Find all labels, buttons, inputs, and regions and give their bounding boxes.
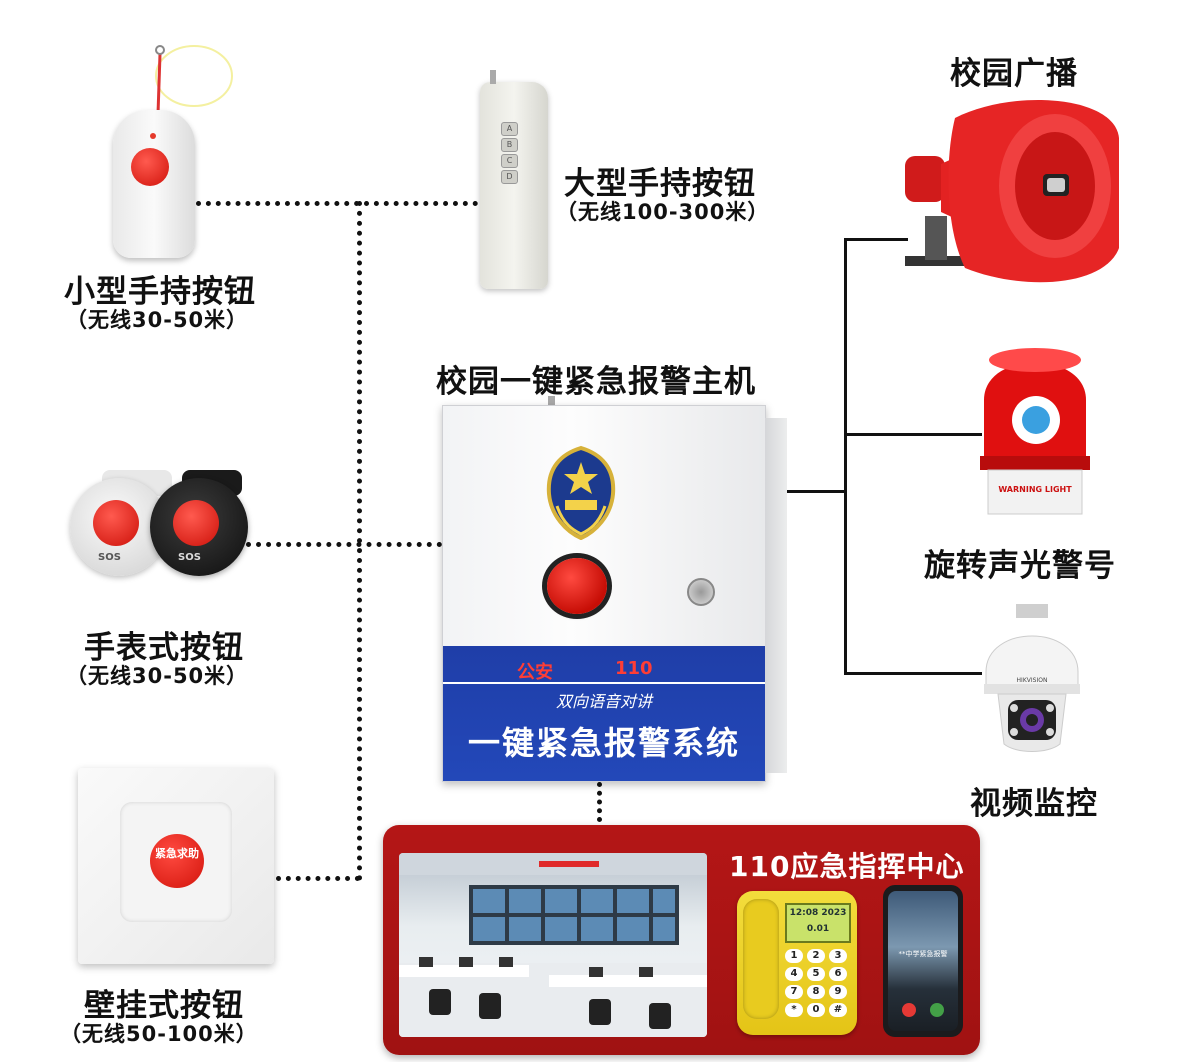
command-room-image: [399, 853, 707, 1037]
control-room-illustration: [399, 853, 707, 1037]
horn-speaker-icon: [905, 99, 1119, 283]
command-center-title: 110应急指挥中心: [729, 850, 965, 883]
phone-key-7: 7: [785, 985, 803, 999]
answer-icon: [930, 1003, 944, 1017]
panel-divider: [443, 682, 765, 684]
phone-key-2: 2: [807, 949, 825, 963]
mobile-phone-device: **中学紧急报警: [883, 885, 963, 1037]
small-handheld-title: 小型手持按钮: [64, 274, 256, 310]
panel-110-label: 110: [615, 658, 653, 679]
phone-lcd-line1: 12:08 2023: [789, 908, 847, 918]
key-lock-icon: [687, 578, 715, 606]
host-side-panel: [765, 418, 787, 773]
large-handheld-title: 大型手持按钮: [564, 166, 756, 202]
line-right-trunk: [844, 238, 847, 674]
line-to-broadcast: [844, 238, 908, 241]
phone-key-4: 4: [785, 967, 803, 981]
panel-voice-intercom: 双向语音对讲: [555, 692, 652, 711]
phone-key-1: 1: [785, 949, 803, 963]
line-to-beacon: [844, 433, 982, 436]
line-host-to-center: [597, 782, 602, 822]
phone-lcd-line2: 0.01: [806, 924, 830, 934]
mobile-screen: **中学紧急报警: [888, 891, 958, 1031]
host-label-panel: 公安 110 双向语音对讲 一键紧急报警系统: [443, 646, 765, 781]
large-handheld-range: （无线100-300米）: [556, 200, 770, 224]
antenna-icon: [490, 70, 496, 84]
wall-button-inner: 紧急求助: [120, 802, 232, 922]
panel-system-name: 一键紧急报警系统: [467, 724, 740, 762]
mobile-alarm-text: **中学紧急报警: [898, 950, 948, 958]
phone-key-3: 3: [829, 949, 847, 963]
wall-button-device: 紧急求助: [78, 768, 274, 964]
phone-handset: [743, 899, 779, 1019]
large-handheld-remote-device: A B C D: [480, 70, 548, 289]
wall-button-range: （无线50-100米）: [60, 1022, 258, 1046]
line-wall-button: [276, 876, 360, 881]
small-handheld-range: （无线30-50米）: [66, 308, 249, 332]
line-to-camera: [844, 672, 982, 675]
phone-key-9: 9: [829, 985, 847, 999]
wall-alarm-button: 紧急求助: [150, 834, 204, 888]
watch-button-black-device: SOS: [150, 478, 248, 576]
line-small-button: [196, 201, 478, 206]
camera-brand: HIKVISION: [1017, 677, 1048, 684]
camera-title: 视频监控: [970, 786, 1098, 822]
remote-key-d: D: [501, 170, 518, 184]
alarm-host-device: 公安 110 双向语音对讲 一键紧急报警系统: [442, 405, 787, 782]
sos-label: SOS: [98, 552, 121, 563]
beacon-title: 旋转声光警号: [924, 548, 1116, 584]
phone-key-8: 8: [807, 985, 825, 999]
panel-header-row: 公安 110: [443, 654, 765, 683]
remote-key-b: B: [501, 138, 518, 152]
alarm-button-icon: [173, 500, 219, 546]
line-host-out: [764, 490, 846, 493]
panel-police-label: 公安: [517, 662, 553, 683]
desk-phone-device: 12:08 2023 0.01 1 2 3 4 5 6 7 8 9 * 0 #: [737, 891, 857, 1035]
beacon-tag: WARNING LIGHT: [998, 485, 1072, 494]
alarm-button-icon: [93, 500, 139, 546]
ptz-camera-icon: HIKVISION: [984, 604, 1080, 752]
line-left-trunk: [357, 201, 362, 881]
watch-button-title: 手表式按钮: [84, 630, 244, 666]
phone-key-5: 5: [807, 967, 825, 981]
phone-key-6: 6: [829, 967, 847, 981]
remote-key-c: C: [501, 154, 518, 168]
broadcast-title: 校园广播: [950, 56, 1078, 92]
sos-label: SOS: [178, 552, 201, 563]
police-badge-icon: [546, 445, 616, 540]
wall-button-title: 壁挂式按钮: [84, 988, 244, 1024]
command-center-box: 110应急指挥中心 12:08 2023 0.01 1 2 3 4 5 6 7 …: [383, 825, 980, 1055]
alarm-button-icon: [131, 148, 169, 186]
watch-button-range: （无线30-50米）: [66, 664, 249, 688]
phone-lcd: 12:08 2023 0.01: [785, 903, 851, 943]
host-antenna: [548, 396, 555, 408]
small-handheld-button-device: [113, 110, 195, 258]
phone-key-hash: #: [829, 1003, 847, 1017]
phone-key-star: *: [785, 1003, 803, 1017]
lanyard-icon: [155, 45, 233, 115]
line-watch-button: [246, 542, 442, 547]
led-indicator: [150, 133, 156, 139]
host-title: 校园一键紧急报警主机: [436, 364, 756, 400]
warning-beacon-icon: WARNING LIGHT: [980, 348, 1090, 515]
hangup-icon: [902, 1003, 916, 1017]
remote-key-a: A: [501, 122, 518, 136]
phone-key-0: 0: [807, 1003, 825, 1017]
emergency-alarm-button: [547, 558, 607, 614]
